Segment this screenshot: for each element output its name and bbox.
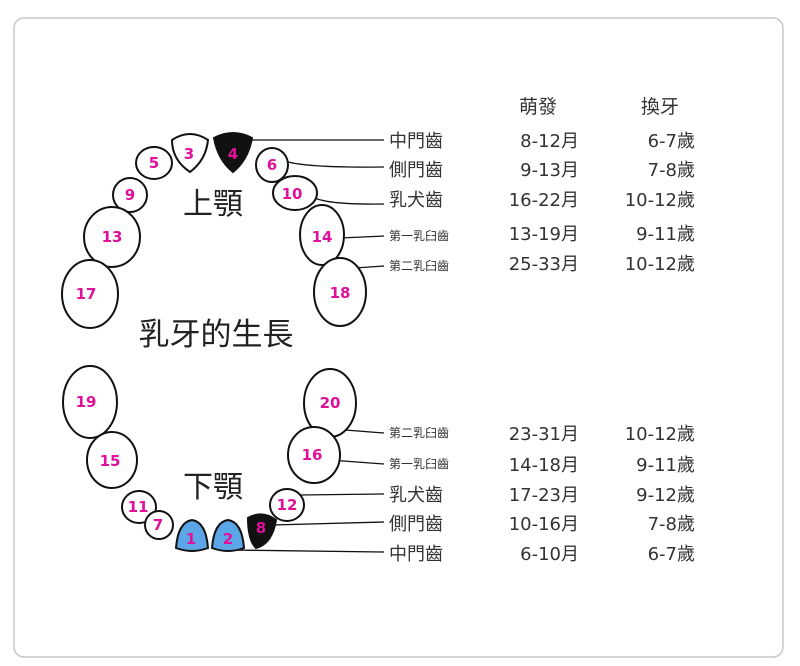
tooth-number: 5	[149, 154, 159, 172]
replacement-value: 10-12歲	[625, 424, 695, 445]
replacement-value: 6-7歲	[648, 544, 695, 565]
diagram-panel	[13, 17, 784, 658]
tooth-13[interactable]	[83, 206, 141, 268]
replacement-value: 7-8歲	[648, 160, 695, 181]
replacement-value: 9-12歲	[636, 485, 695, 506]
tooth-8[interactable]: 8	[246, 513, 278, 550]
tooth-name: 第一乳臼齒	[389, 456, 449, 471]
tooth-number: 15	[100, 452, 121, 470]
tooth-number: 11	[128, 498, 149, 516]
tooth-name: 側門齒	[389, 160, 443, 181]
eruption-value: 6-10月	[520, 544, 579, 565]
upper-jaw-teeth: 4 3 5 6 9 10 13 14 17 18	[61, 132, 367, 329]
lower-jaw-teeth: 19 20 15 16 11 12 7 8 1 2	[62, 365, 357, 552]
replacement-value: 6-7歲	[648, 131, 695, 152]
tooth-16[interactable]	[287, 426, 341, 484]
tooth-17[interactable]	[61, 259, 119, 329]
replacement-value: 10-12歲	[625, 190, 695, 211]
tooth-2[interactable]: 2	[210, 518, 246, 552]
tooth-number: 13	[102, 228, 123, 246]
tooth-14[interactable]	[299, 204, 345, 266]
tooth-7[interactable]	[144, 510, 174, 540]
diagram-title: 乳牙的生長	[139, 317, 294, 353]
tooth-number: 9	[125, 186, 135, 204]
tooth-number: 7	[153, 516, 163, 534]
tooth-name: 第一乳臼齒	[389, 228, 449, 243]
replacement-value: 9-11歲	[636, 455, 695, 476]
tooth-number: 1	[186, 530, 196, 548]
tooth-name: 乳犬齒	[389, 190, 443, 211]
tooth-number: 17	[76, 285, 97, 303]
eruption-value: 14-18月	[509, 455, 579, 476]
tooth-1[interactable]: 1	[174, 518, 210, 552]
eruption-value: 13-19月	[509, 224, 579, 245]
eruption-value: 10-16月	[509, 514, 579, 535]
tooth-number: 14	[312, 228, 333, 246]
tooth-number: 8	[256, 519, 266, 537]
tooth-name: 第二乳臼齒	[389, 258, 449, 273]
tooth-number: 18	[330, 284, 351, 302]
tooth-number: 10	[282, 185, 303, 203]
tooth-4[interactable]: 4	[212, 132, 254, 174]
upper-table: 中門齒 8-12月 6-7歲 側門齒 9-13月 7-8歲 乳犬齒 16-22月…	[389, 131, 695, 275]
tooth-3[interactable]: 3	[170, 133, 210, 174]
tooth-9[interactable]	[112, 177, 148, 213]
replacement-value: 7-8歲	[648, 514, 695, 535]
tooth-number: 4	[228, 145, 238, 163]
tooth-number: 19	[76, 393, 97, 411]
eruption-value: 8-12月	[520, 131, 579, 152]
eruption-value: 9-13月	[520, 160, 579, 181]
replacement-value: 10-12歲	[625, 254, 695, 275]
tooth-5[interactable]	[135, 146, 173, 180]
lower-jaw-label: 下顎	[183, 470, 243, 505]
tooth-number: 16	[302, 446, 323, 464]
eruption-value: 16-22月	[509, 190, 579, 211]
tooth-number: 20	[320, 394, 341, 412]
tooth-10[interactable]	[272, 175, 318, 211]
lower-leader-lines	[229, 429, 385, 553]
eruption-value: 17-23月	[509, 485, 579, 506]
tooth-number: 2	[223, 530, 233, 548]
tooth-11[interactable]	[121, 490, 157, 524]
tooth-name: 乳犬齒	[389, 485, 443, 506]
tooth-19[interactable]	[62, 365, 118, 439]
upper-jaw-label: 上顎	[183, 187, 243, 222]
tooth-18[interactable]	[313, 257, 367, 327]
tooth-name: 中門齒	[389, 544, 443, 565]
eruption-value: 25-33月	[509, 254, 579, 275]
tooth-6[interactable]	[255, 147, 289, 183]
tooth-number: 3	[184, 145, 194, 163]
replacement-header: 換牙	[641, 96, 679, 118]
tooth-12[interactable]	[269, 488, 305, 522]
tooth-15[interactable]	[86, 431, 138, 489]
tooth-number: 12	[277, 496, 298, 514]
lower-table: 第二乳臼齒 23-31月 10-12歲 第一乳臼齒 14-18月 9-11歲 乳…	[389, 424, 695, 565]
eruption-value: 23-31月	[509, 424, 579, 445]
replacement-value: 9-11歲	[636, 224, 695, 245]
tooth-name: 側門齒	[389, 514, 443, 535]
tooth-name: 第二乳臼齒	[389, 425, 449, 440]
tooth-name: 中門齒	[389, 131, 443, 152]
tooth-number: 6	[267, 156, 277, 174]
eruption-header: 萌發	[519, 96, 557, 118]
